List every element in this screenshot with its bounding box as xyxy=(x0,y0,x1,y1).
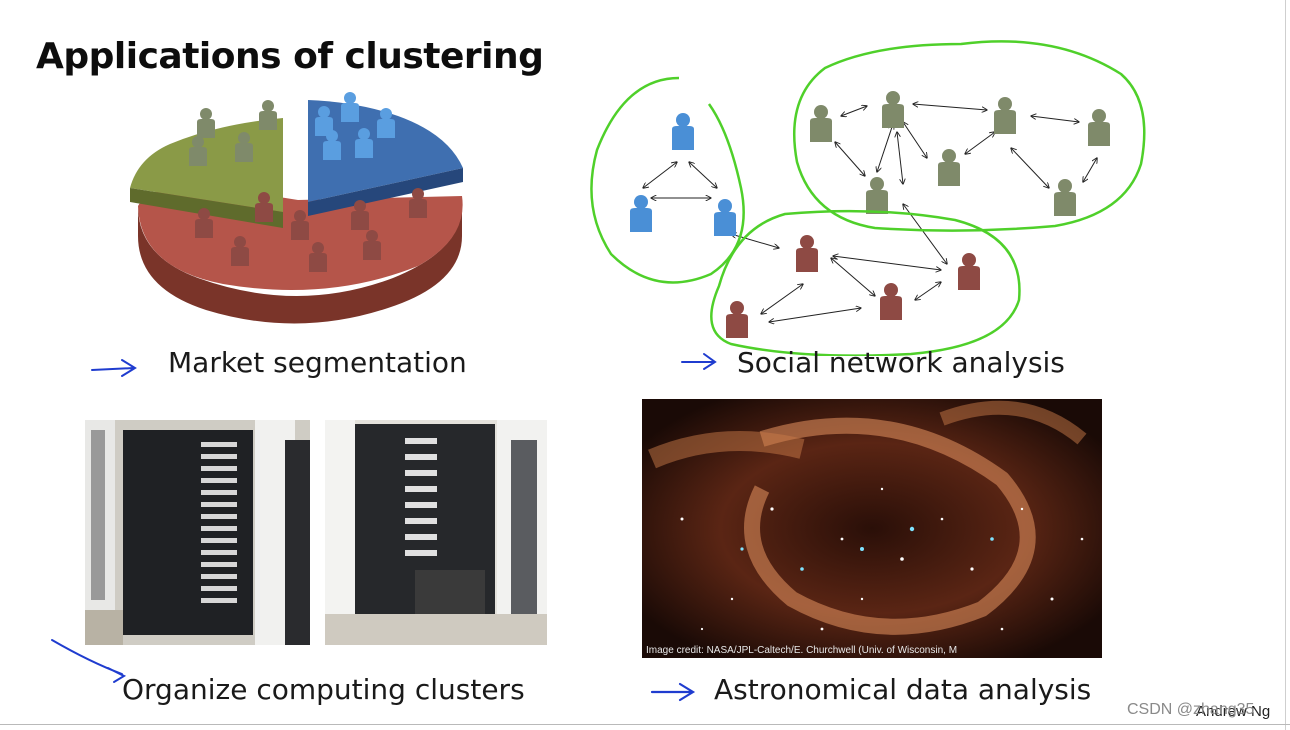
caption-market-segmentation: Market segmentation xyxy=(168,346,467,379)
slide-right-border xyxy=(1285,0,1286,730)
slide-bottom-border xyxy=(0,724,1290,725)
image-credit: Image credit: NASA/JPL-Caltech/E. Church… xyxy=(646,645,958,656)
pen-arrow-icon xyxy=(51,639,127,683)
caption-organize-computing-clusters: Organize computing clusters xyxy=(122,673,525,706)
pen-arrow-icon xyxy=(91,359,137,377)
pen-arrow-icon xyxy=(681,353,717,370)
caption-social-network-analysis: Social network analysis xyxy=(737,346,1065,379)
author-signature: Andrew Ng xyxy=(1196,703,1271,720)
server-rack-photo-left xyxy=(85,420,310,645)
caption-astronomical-data-analysis: Astronomical data analysis xyxy=(714,673,1092,706)
social-network-diagram-image xyxy=(590,40,1146,356)
market-segmentation-pie-image xyxy=(130,92,463,324)
nebula-photo: Image credit: NASA/JPL-Caltech/E. Church… xyxy=(642,399,1102,658)
server-rack-photo-right xyxy=(325,420,547,645)
slide-title: Applications of clustering xyxy=(36,36,544,77)
watermark: CSDN @zhang35 xyxy=(1127,701,1255,718)
pen-arrow-icon xyxy=(650,682,696,702)
